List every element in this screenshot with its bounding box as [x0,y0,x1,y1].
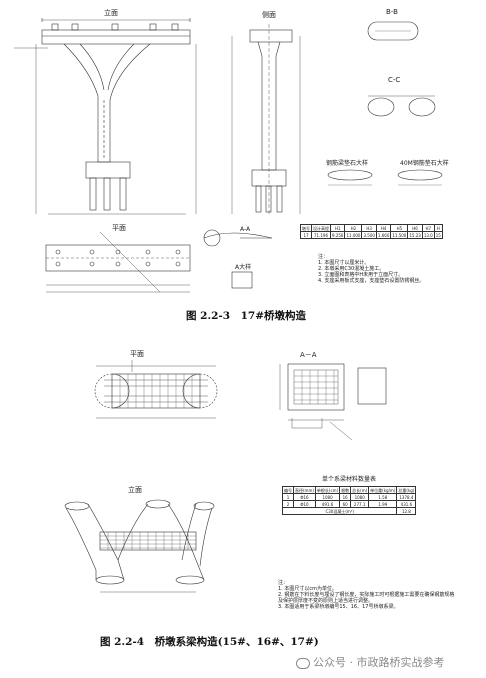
section-cc-title: C-C [388,76,401,84]
section-bb-title: B-B [386,8,398,16]
bottom-plan-title: 平面 [130,350,144,358]
elev-left-pier [65,507,97,580]
section-aa-title: A-A [240,226,251,233]
table-cell: 总重(kg) [396,486,417,494]
table-cell: 491.6 [314,500,341,508]
material-table-title: 单个系梁材料数量表 [322,476,377,483]
table-cell: 编号 [282,486,294,494]
table-cell: 1378.4 [396,493,417,501]
table-cell: 12.8 [396,507,417,515]
section-cc-right [408,97,436,117]
section-bb-shape [367,21,419,41]
table-cell: 60 [339,500,352,508]
table-cell: 1080 [350,493,370,501]
table-cell: 431.6 [396,500,417,508]
plan-title: 平面 [112,224,126,232]
table-cell: 16 [339,493,352,501]
table-header-row: 墩号 设计高程 H1 H2 H3 H4 H5 H6 H7 H [300,224,443,232]
stirrup-detail [357,367,387,405]
section-aa-rect [287,363,345,411]
table-cell: 直径(mm) [293,486,316,494]
figure-caption-bottom: 图 2.2-4 桥墩系梁构造(15#、16#、17#) [100,636,319,648]
plan-tie-beam [111,373,201,409]
table-cell: 单根长(cm) [314,486,341,494]
table-cell: Φ10 [293,500,316,508]
table-row: 1 Φ16 1080 16 1080 1.58 1378.4 [282,493,417,501]
table-cell: 1 [282,493,294,501]
note-line: 及保护层厚度不变的原则上适当进行调整。 [278,598,374,604]
table-cell: 总长(m) [350,486,370,494]
detail-40m-title: 40M钢筋垫石大样 [400,160,449,167]
table-cell: 根数 [339,486,352,494]
bottom-section-aa-title: A－A [300,351,317,359]
note-line: 1. 本图尺寸以cm为单位。 [278,586,337,592]
top-notes: 注： 1. 本图尺寸以厘米计。 2. 本墩采用C30混凝土施工。 3. 立面图和… [318,254,424,284]
table-cell: 277.1 [350,500,370,508]
note-line: 2. 钢筋在下料长度与埋设了钢长度，实际施工时可根据施工需要在确保钢筋规格 [278,592,455,598]
watermark-text: 公众号 · 市政路桥实战参考 [313,656,445,669]
detail-a-title: A大样 [235,264,252,271]
table-cell: Φ16 [293,493,316,501]
note-line: 1. 本图尺寸以厘米计。 [318,260,370,266]
material-table: 编号 直径(mm) 单根长(cm) 根数 总长(m) 单位重(kg/m) 总重(… [281,486,417,515]
table-cell: 1.660 [375,231,392,239]
table-total-row: C30混凝土(m³) 12.8 [281,507,417,515]
table-cell: 15 [433,231,443,239]
table-cell: 1080 [314,493,341,501]
detail-40m-pad [397,169,443,181]
table-cell: 单位重(kg/m) [368,486,398,494]
wechat-icon [296,657,310,669]
detail-a-box [231,271,253,289]
section-cc-left [367,97,395,117]
watermark: 公众号 · 市政路桥实战参考 [296,654,445,670]
table-cell: 1.99 [368,500,398,508]
table-cell: 9.256 [329,231,346,239]
side-title: 侧面 [262,11,276,19]
note-line: 3. 立面图和表格中H未用于立面尺寸。 [318,272,404,278]
section-aa-curve [203,232,273,239]
note-line: 2. 本墩采用C30混凝土施工。 [318,266,385,272]
note-line: 注： [278,580,289,586]
table-cell: 15.23 [407,231,423,239]
table-header-row: 编号 直径(mm) 单根长(cm) 根数 总长(m) 单位重(kg/m) 总重(… [282,486,417,494]
table-cell: 2 [282,500,294,508]
figure-caption-top: 图 2.2-3 17#桥墩构造 [186,310,306,322]
side-cap-beam [249,29,293,43]
table-cell: 1.58 [368,493,398,501]
elevation-title: 立面 [104,9,118,17]
top-pier-table: 墩号 设计高程 H1 H2 H3 H4 H5 H6 H7 H 17 71.196… [300,224,443,239]
table-cell: C30混凝土(m³) [281,507,398,515]
bottom-notes: 注： 1. 本图尺寸以cm为单位。 2. 钢筋在下料长度与埋设了钢长度，实际施工… [278,580,454,610]
table-row: 17 71.196 9.256 11.000 3.500 1.660 11.50… [300,231,443,239]
detail-steel-pad [327,169,373,181]
note-line: 4. 支座采用板式支座，支座垫石设置防锈钢丝。 [318,278,425,284]
detail-steel-title: 钢筋梁垫石大样 [326,160,369,167]
elev-right-pier [167,503,205,581]
note-line: 注： [318,254,329,260]
note-line: 3. 本图适用于系梁桥墩编号15、16、17号桥墩系梁。 [278,604,399,610]
bottom-elevation-title: 立面 [128,486,142,494]
table-row: 2 Φ10 491.6 60 277.1 1.99 431.6 [282,500,417,508]
